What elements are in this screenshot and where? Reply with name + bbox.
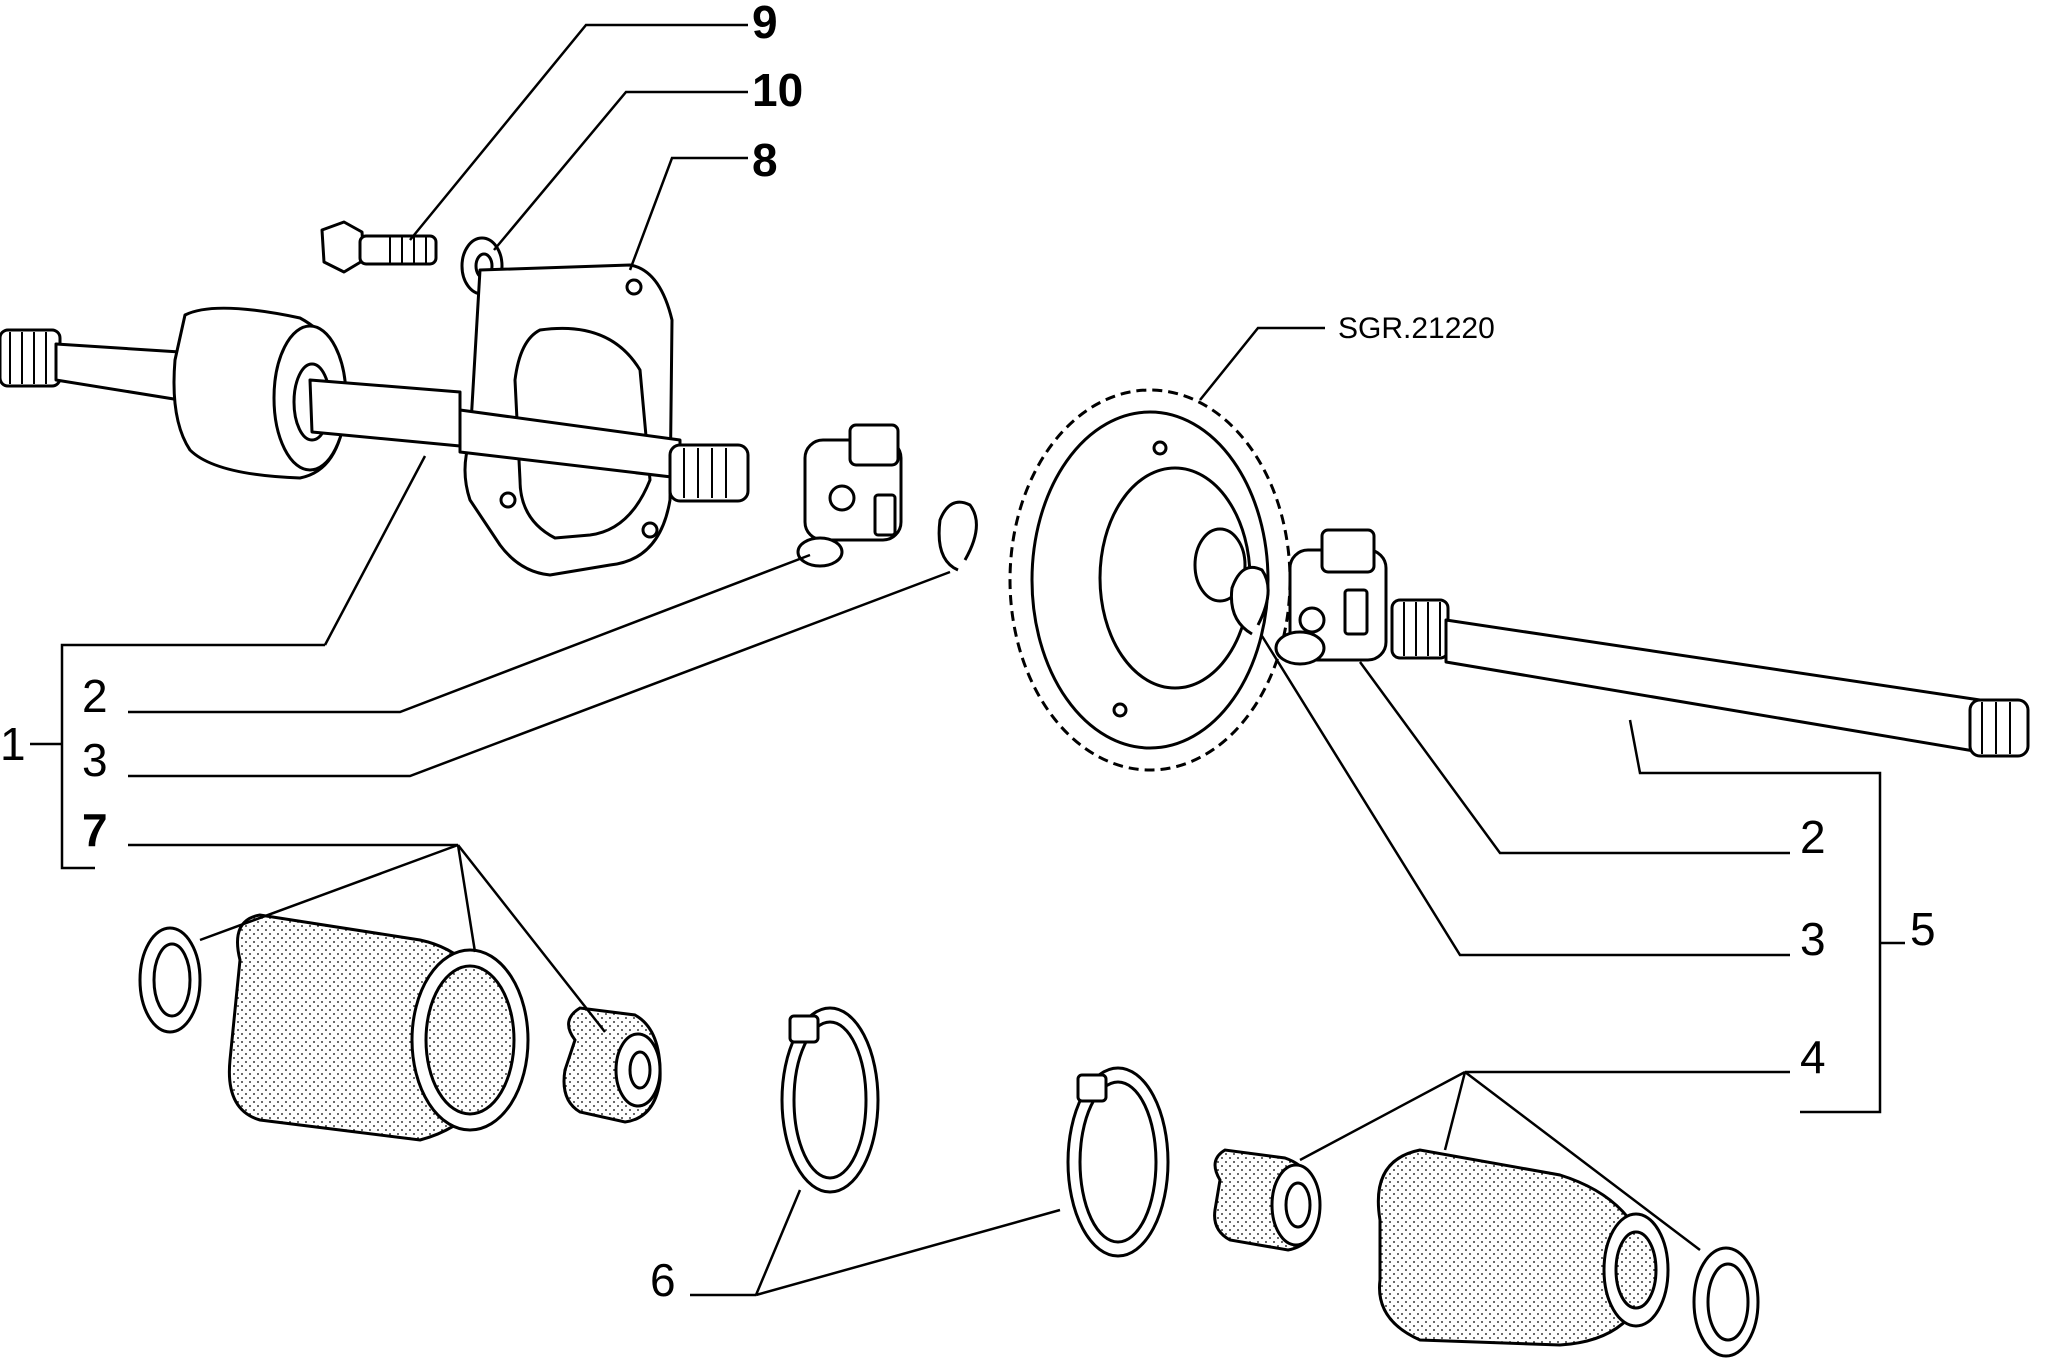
- left-circlip: [937, 500, 978, 572]
- callout-3-left: 3: [82, 734, 108, 786]
- callout-9: 9: [752, 0, 778, 48]
- left-joint-block: [796, 423, 903, 568]
- flange-plate: [463, 263, 674, 577]
- right-boot-kit: [1213, 1148, 1760, 1358]
- leader-lines: [30, 23, 1905, 1297]
- right-joint-block: [1274, 528, 1388, 666]
- left-drive-shaft: [0, 306, 750, 503]
- callout-6: 6: [650, 1254, 676, 1306]
- bolt: [320, 220, 438, 274]
- ring-gear: [1008, 388, 1292, 772]
- callout-7: 7: [82, 804, 108, 856]
- hose-clamps: [780, 1006, 1170, 1258]
- callout-3-right: 3: [1800, 913, 1826, 965]
- callout-10: 10: [752, 64, 803, 116]
- callout-2-left: 2: [82, 670, 108, 722]
- reference-code: SGR.21220: [1338, 312, 1495, 345]
- left-boot-kit: [138, 913, 662, 1142]
- right-circlip: [1229, 565, 1270, 636]
- callout-2-right: 2: [1800, 811, 1826, 863]
- callout-8: 8: [752, 134, 778, 186]
- callout-1: 1: [0, 718, 26, 770]
- right-drive-shaft: [1390, 598, 2030, 758]
- callout-5: 5: [1910, 903, 1936, 955]
- callout-4: 4: [1800, 1031, 1826, 1083]
